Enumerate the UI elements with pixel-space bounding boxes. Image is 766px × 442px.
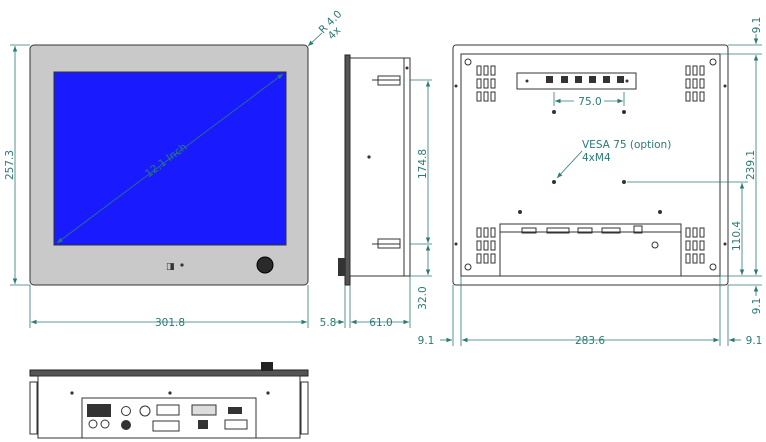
side-depth-label: 61.0 (369, 317, 392, 329)
vesa-note: VESA 75 (option) (582, 139, 671, 151)
vesa-spacing-label: 75.0 (578, 96, 601, 108)
side-upper-height-label: 174.8 (417, 149, 429, 179)
radius-leader (307, 32, 323, 47)
audio-jack (139, 405, 151, 417)
front-view: 12,1 Inch ◨ R 4.0 4x 257.3 301.8 (4, 8, 344, 329)
io-panel (81, 397, 257, 439)
top-connector-plate (516, 72, 637, 90)
rear-right-offset-label: 9.1 (746, 335, 763, 347)
hdmi-port (228, 407, 242, 414)
rear-height-label: 239.1 (745, 150, 757, 180)
front-depth-label: 5.8 (320, 317, 337, 329)
side-port (338, 258, 345, 276)
logo-glyph: ◨ (166, 262, 175, 272)
bottom-view (29, 362, 309, 439)
top-knob (261, 362, 273, 371)
rear-view: 75.0 VESA 75 (option) 4xM4 9.1 239.1 110… (418, 17, 763, 347)
power-terminal (87, 404, 111, 417)
vesa-screws: 4xM4 (582, 152, 611, 164)
side-lower-height-label: 32.0 (417, 286, 429, 309)
power-led (180, 263, 184, 267)
rear-lower-height-label: 110.4 (731, 221, 743, 251)
power-button[interactable] (256, 256, 274, 274)
com-port (224, 419, 248, 430)
usb-b-port (198, 420, 208, 429)
side-front-panel (344, 54, 351, 286)
diagonal-dimension-line (56, 73, 284, 244)
vga-port (156, 404, 180, 416)
serial-port (152, 420, 180, 432)
dvi-port (191, 404, 217, 416)
rear-bezel (452, 44, 729, 286)
front-width-label: 301.8 (155, 317, 185, 329)
dc-jack (121, 406, 131, 416)
side-view: 174.8 32.0 5.8 61.0 (320, 54, 432, 329)
front-height-label: 257.3 (4, 150, 16, 180)
lower-io-area (499, 223, 682, 277)
bottom-housing (37, 375, 301, 439)
rear-bottom-offset-label: 9.1 (751, 298, 763, 315)
rear-width-label: 283.6 (575, 335, 605, 347)
rear-left-offset-label: 9.1 (418, 335, 435, 347)
io-connectors (87, 404, 248, 432)
rear-top-offset-label: 9.1 (751, 17, 763, 34)
